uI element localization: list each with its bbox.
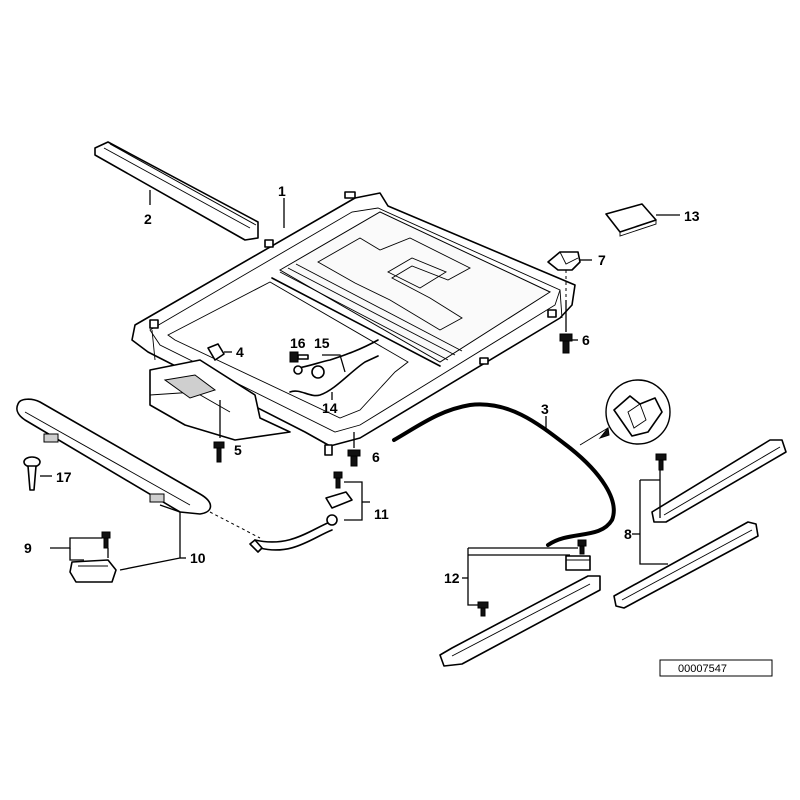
part-9-screw-clip [50, 531, 117, 583]
part-5-screw [213, 400, 225, 463]
callout-labels: 1 2 3 4 5 6 6 7 8 9 10 11 12 13 14 15 16… [24, 183, 700, 586]
part-8-guide-rails [613, 439, 787, 609]
callout-14: 14 [322, 400, 338, 416]
part-3-cable [392, 402, 616, 547]
part-2-deflector-strip [94, 141, 259, 241]
callout-17: 17 [56, 469, 72, 485]
callout-4: 4 [236, 344, 244, 360]
part-17-pin [23, 456, 52, 491]
callout-8: 8 [624, 526, 632, 542]
part-13-pad [605, 203, 680, 237]
part-1-sunroof-frame [131, 191, 576, 456]
callout-1: 1 [278, 183, 286, 199]
part-12-guide-rail [439, 539, 601, 667]
detail-rail-profile [579, 379, 671, 446]
callout-7: 7 [598, 252, 606, 268]
part-6-screw-right [559, 300, 578, 354]
callout-11: 11 [374, 506, 389, 522]
callout-16: 16 [290, 335, 306, 351]
callout-6-bottom: 6 [372, 449, 380, 465]
callout-3: 3 [541, 401, 549, 417]
part-11-screw-clamp [325, 471, 370, 521]
callout-10: 10 [190, 550, 206, 566]
reference-number: 00007547 [678, 663, 727, 675]
callout-2: 2 [144, 211, 152, 227]
part-10-front-trim [16, 398, 261, 571]
part-6-screw-bottom [347, 432, 361, 467]
part-16-screw [289, 351, 309, 363]
cable-end [249, 514, 338, 553]
callout-6-right: 6 [582, 332, 590, 348]
reference-number-box: 00007547 [659, 659, 773, 677]
callout-13: 13 [684, 208, 700, 224]
callout-12: 12 [444, 570, 460, 586]
part-7-bracket [547, 251, 592, 300]
callout-5: 5 [234, 442, 242, 458]
part-15-washer [311, 354, 346, 379]
part-4-clip [207, 343, 232, 361]
callout-9: 9 [24, 540, 32, 556]
callout-15: 15 [314, 335, 330, 351]
